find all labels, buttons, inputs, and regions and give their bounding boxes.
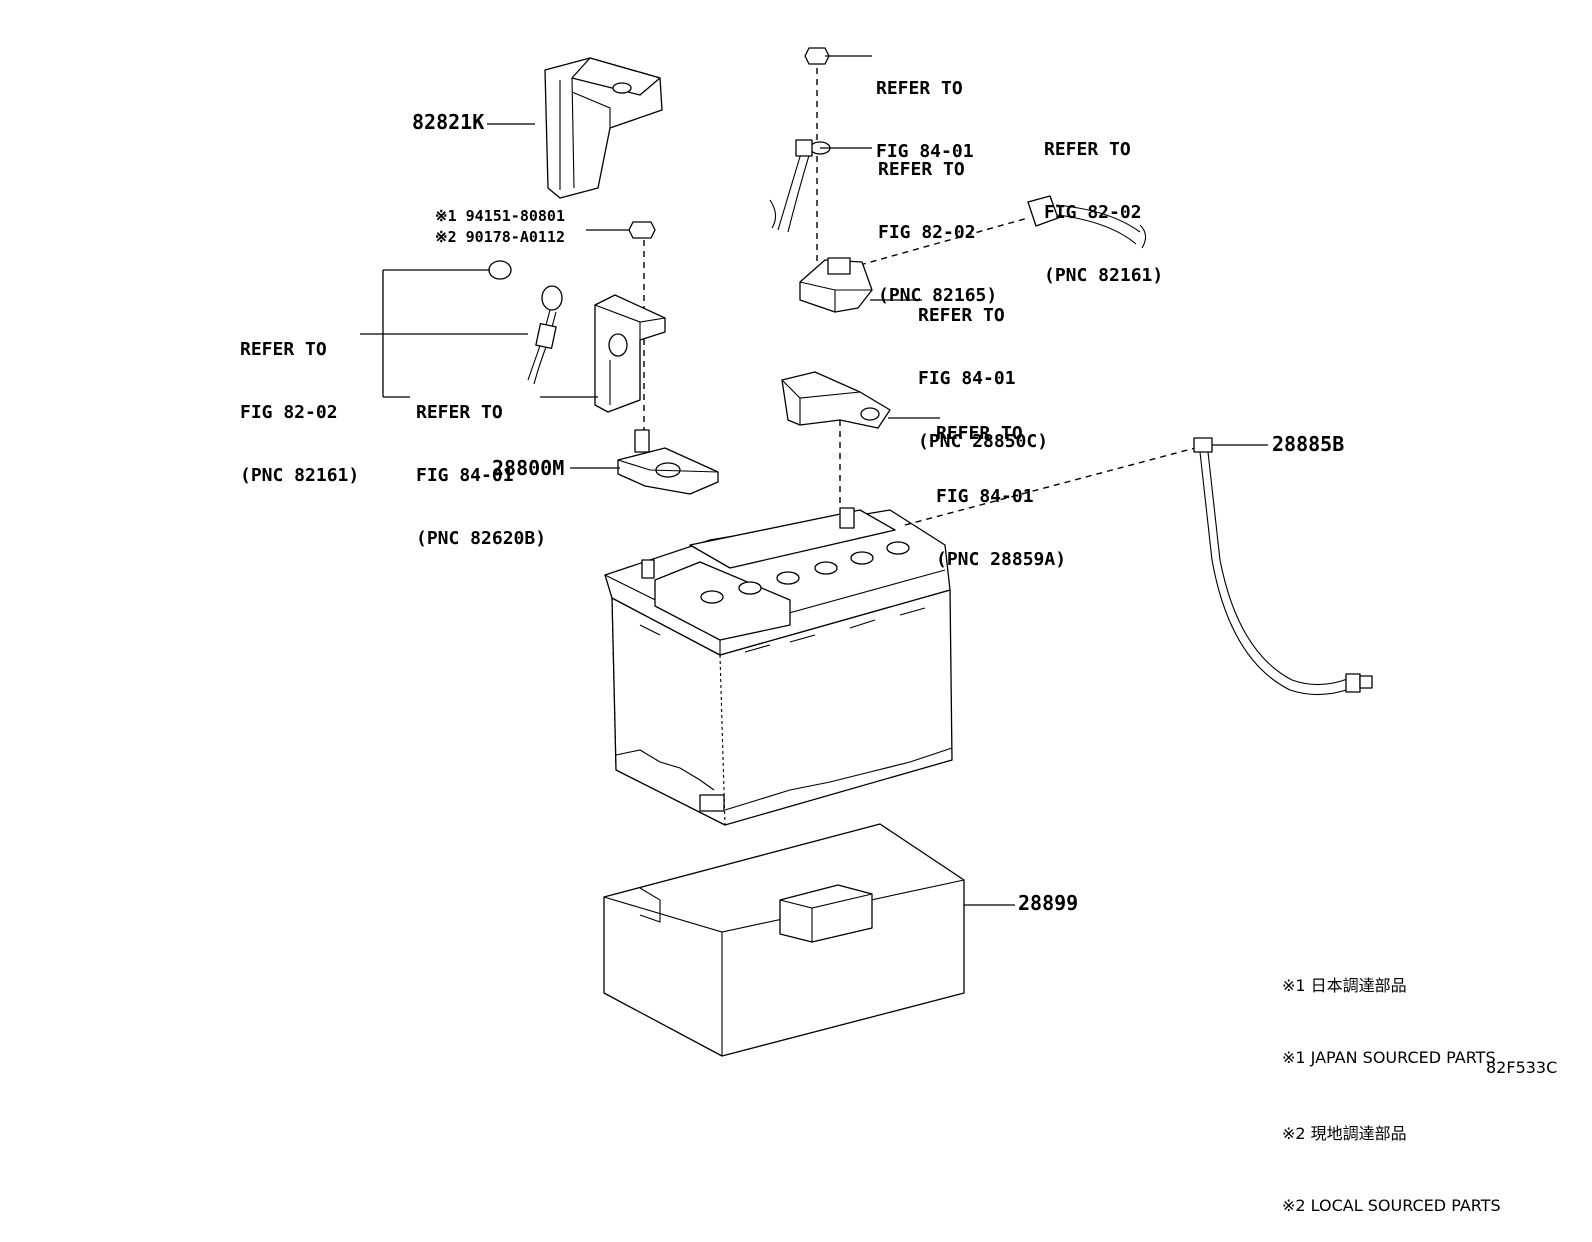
reference-fig-84-01-nut[interactable]: REFER TO FIG 84-01 — [876, 36, 974, 183]
ref-line: REFER TO — [416, 402, 503, 423]
part-number-28800M[interactable]: 28800M — [492, 456, 565, 480]
battery-insulator-drawing — [603, 823, 965, 1057]
ref-line: FIG 84-01 — [416, 465, 514, 486]
reference-fig-84-01-pnc-28850C[interactable]: REFER TO FIG 84-01 (PNC 28850C) — [918, 263, 1048, 473]
connector-82161-drawing — [1027, 195, 1147, 249]
ref-line: FIG 82-02 — [240, 402, 338, 423]
ref-line: (PNC 82161) — [240, 465, 360, 486]
ref-line: REFER TO — [878, 159, 965, 180]
ref-line: REFER TO — [240, 339, 327, 360]
reference-fig-84-01-pnc-28859A[interactable]: REFER TO FIG 84-01 (PNC 28859A) — [936, 381, 1066, 591]
battery-drawing — [604, 507, 953, 826]
terminal-clamp-drawing — [617, 429, 719, 495]
current-sensor-drawing — [799, 257, 873, 313]
reference-fig-82-02-pnc-82165[interactable]: REFER TO FIG 82-02 (PNC 82165) — [878, 117, 997, 327]
figure-code: 82F533C — [1486, 1058, 1558, 1077]
part-number-28899[interactable]: 28899 — [1018, 891, 1079, 915]
sourcing-notes: ※1 日本調達部品 ※1 JAPAN SOURCED PARTS ※2 現地調達… — [1282, 926, 1501, 1242]
terminal-bracket-drawing — [594, 294, 666, 413]
part-number-fastener-1[interactable]: ※1 94151-80801 — [435, 207, 565, 225]
ref-line: (PNC 82165) — [878, 285, 998, 306]
ref-line: FIG 82-02 — [878, 222, 976, 243]
leader-lines — [360, 55, 1268, 906]
ground-cable-drawing — [527, 285, 563, 385]
ref-line: FIG 82-02 — [1044, 202, 1142, 223]
reference-fig-82-02-pnc-82161-right[interactable]: REFER TO FIG 82-02 (PNC 82161) — [1044, 97, 1163, 307]
sensor-bracket-drawing — [781, 371, 891, 429]
ref-line: (PNC 82161) — [1044, 265, 1164, 286]
assembly-dashed-lines — [643, 68, 1196, 526]
ref-line: FIG 84-01 — [936, 486, 1034, 507]
ref-line: FIG 84-01 — [876, 141, 974, 162]
ref-line: FIG 84-01 — [918, 368, 1016, 389]
cell-caps — [700, 541, 910, 604]
ref-line: REFER TO — [936, 423, 1023, 444]
parts-diagram — [360, 47, 1373, 1057]
part-number-fastener-2[interactable]: ※2 90178-A0112 — [435, 228, 565, 246]
note-japan-en: ※1 JAPAN SOURCED PARTS — [1282, 1048, 1496, 1067]
ref-line: (PNC 28850C) — [918, 431, 1049, 452]
ref-line: (PNC 82620B) — [416, 528, 547, 549]
part-number-82821K[interactable]: 82821K — [412, 110, 485, 134]
cable-82165-drawing — [769, 139, 831, 233]
terminal-cover-drawing — [544, 57, 663, 199]
reference-fig-84-01-pnc-82620B[interactable]: REFER TO FIG 84-01 (PNC 82620B) — [416, 360, 546, 570]
note-local-en: ※2 LOCAL SOURCED PARTS — [1282, 1196, 1501, 1215]
ref-line: REFER TO — [876, 78, 963, 99]
note-japan-jp: ※1 日本調達部品 — [1282, 976, 1407, 995]
ref-line: REFER TO — [918, 305, 1005, 326]
nut-drawings — [488, 47, 830, 280]
part-number-28885B[interactable]: 28885B — [1272, 432, 1345, 456]
reference-fig-82-02-pnc-82161-left[interactable]: REFER TO FIG 82-02 (PNC 82161) — [240, 297, 359, 507]
vent-hose-drawing — [1193, 437, 1373, 696]
ref-line: REFER TO — [1044, 139, 1131, 160]
note-local-jp: ※2 現地調達部品 — [1282, 1124, 1407, 1143]
ref-line: (PNC 28859A) — [936, 549, 1067, 570]
